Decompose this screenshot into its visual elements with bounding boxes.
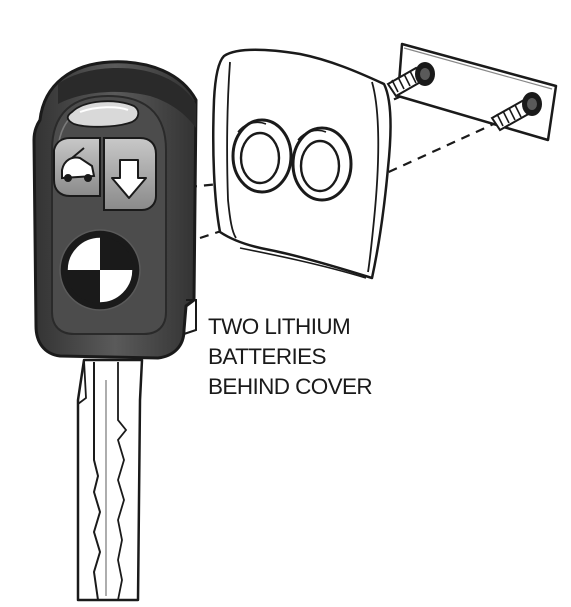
battery-caption: TWO LITHIUM BATTERIES BEHIND COVER	[208, 312, 373, 402]
lock-button[interactable]	[103, 137, 157, 211]
battery-icon	[231, 118, 293, 194]
caption-line: TWO LITHIUM	[208, 314, 351, 339]
caption-line: BEHIND COVER	[208, 374, 373, 399]
mounting-plate	[386, 42, 558, 142]
battery-icon	[291, 126, 353, 202]
indicator-lens	[66, 100, 140, 128]
key-blade	[76, 358, 144, 602]
open-trunk-icon	[61, 147, 96, 182]
screw-icon	[490, 92, 542, 132]
open-trunk-button[interactable]	[53, 137, 101, 197]
roundel-logo-icon	[59, 229, 141, 311]
battery-cover	[212, 48, 392, 280]
lock-arrow-icon	[111, 159, 147, 199]
screw-icon	[386, 62, 435, 98]
key-fob	[32, 60, 198, 360]
caption-line: BATTERIES	[208, 344, 327, 369]
